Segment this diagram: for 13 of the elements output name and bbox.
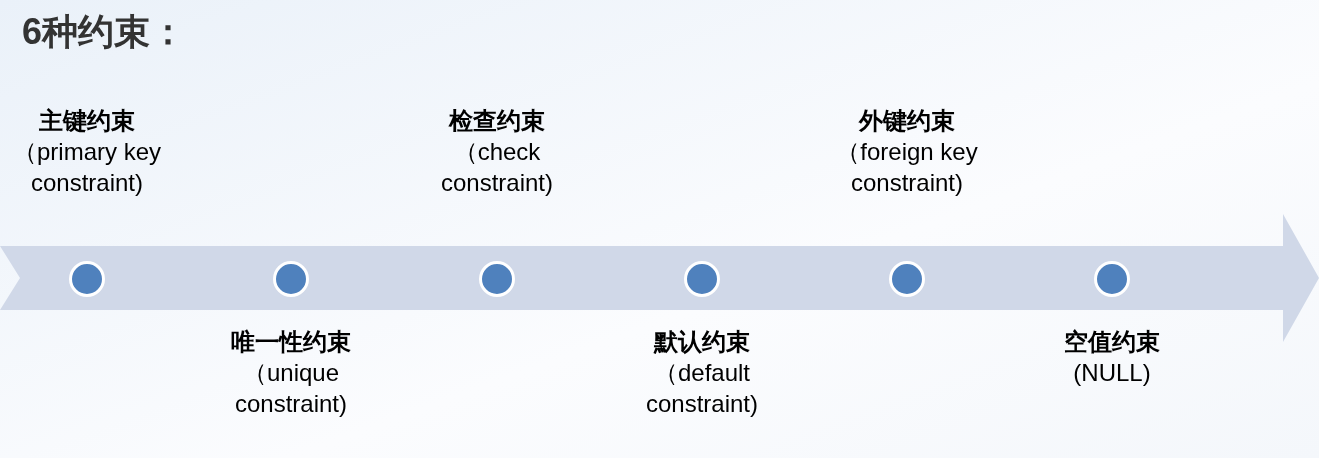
constraint-name: 唯一性约束 — [231, 327, 351, 357]
constraint-description: （primary key constraint) — [12, 137, 162, 198]
constraint-name: 空值约束 — [1064, 327, 1160, 357]
constraint-description: （unique constraint) — [233, 358, 348, 419]
constraint-name: 主键约束 — [39, 106, 135, 136]
constraint-description: (NULL) — [1072, 358, 1152, 388]
constraint-name: 默认约束 — [654, 327, 750, 357]
constraint-name: 检查约束 — [449, 106, 545, 136]
constraint-description: （foreign key constraint) — [835, 137, 979, 198]
constraint-description: （check constraint) — [439, 137, 554, 198]
constraint-description: （default constraint) — [644, 358, 759, 419]
constraint-name: 外键约束 — [859, 106, 955, 136]
title: 6种约束： — [22, 10, 187, 54]
